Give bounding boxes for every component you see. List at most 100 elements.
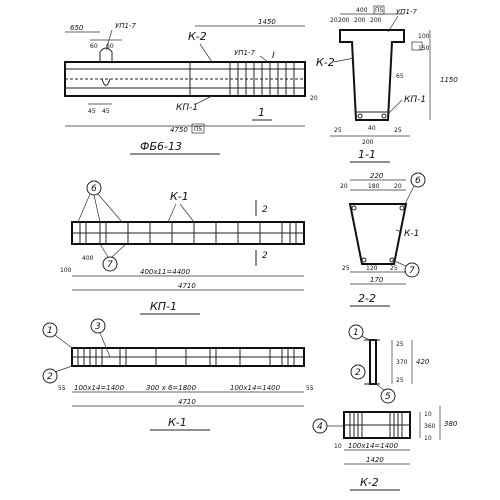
label-k1: К-1 (170, 190, 189, 203)
title-k2: К-2 (360, 476, 379, 489)
label-k2-sec: К-2 (316, 56, 335, 69)
dim-k1-s1: 100х14=1400 (74, 384, 125, 392)
dim-55-a: 55 (58, 385, 66, 392)
frame-k1-section: 1 2 5 25 370 25 420 (348, 324, 430, 404)
dim-20-22b: 20 (394, 183, 402, 190)
dim-1420: 1420 (366, 456, 384, 464)
marker-5 (380, 388, 396, 404)
dim-20-sec: 20 (330, 17, 338, 24)
marker-6-sec22 (410, 172, 426, 188)
dim-10-k2-b: 10 (424, 435, 432, 442)
dim-200-c: 200 (370, 17, 382, 24)
label-upl7-a: УП1-7 (115, 22, 137, 30)
dim-4750: 4750 (170, 126, 188, 134)
dim-200-d: 200 (362, 139, 374, 146)
svg-text:1: 1 (353, 328, 359, 338)
dim-k1-s3: 100х14=1400 (230, 384, 281, 392)
dim-10-k2-a: 10 (424, 411, 432, 418)
dim-220: 220 (370, 172, 384, 180)
dim-1150: 1150 (440, 76, 458, 84)
dim-180: 180 (368, 183, 380, 190)
section-mark-1: 1 (258, 106, 265, 119)
title-k1: К-1 (168, 416, 187, 429)
dim-4710-k1: 4710 (178, 398, 196, 406)
label-kp1-sec: КП-1 (404, 95, 426, 105)
frame-k1-section-outline (369, 339, 377, 385)
label-kp1: КП-1 (176, 103, 198, 113)
dim-65: 65 (396, 73, 404, 80)
dim-120: 120 (366, 265, 378, 272)
dim-25-k1s-b: 25 (396, 377, 404, 384)
dim-k1-s2: 300 х 6=1800 (146, 384, 197, 392)
svg-text:7: 7 (409, 266, 415, 276)
marker-3 (90, 318, 106, 334)
label-upl7-b: УП1-7 (234, 49, 256, 57)
dim-4710-kp1: 4710 (178, 282, 196, 290)
dim-25-k1s-a: 25 (396, 341, 404, 348)
svg-text:Ι: Ι (272, 51, 275, 61)
svg-text:2: 2 (47, 372, 53, 382)
dim-20-top: 20 (310, 95, 318, 102)
dim-170: 170 (370, 276, 384, 284)
cage-kp1: 6 7 К-1 2 2 400 100 400х11=4400 4710 КП-… (60, 180, 305, 315)
label-upl7-sec: УП1-7 (396, 8, 418, 16)
dim-60-a: 60 (90, 43, 98, 50)
dim-150: 150 (418, 45, 430, 52)
dim-40: 40 (368, 125, 376, 132)
svg-text:1: 1 (47, 326, 53, 336)
beam-elevation: 650 1450 60 60 УП1-7 К-2 УП1-7 Ι КП-1 1 … (64, 18, 318, 155)
label-k2: К-2 (188, 30, 207, 43)
dim-200-a: 200 (338, 17, 350, 24)
dim-25-b: 25 (394, 127, 402, 134)
dim-10-k2-c: 10 (334, 443, 342, 450)
dim-370: 370 (396, 359, 408, 366)
dim-650: 650 (70, 24, 84, 32)
dim-k2-span: 100х14=1400 (348, 442, 399, 450)
dim-25-a: 25 (334, 127, 342, 134)
dim-45-b: 45 (102, 108, 110, 115)
section-2-2-outline (348, 203, 408, 265)
marker-2 (42, 368, 58, 384)
svg-text:3: 3 (95, 322, 101, 332)
dim-1450: 1450 (258, 18, 276, 26)
marker-1 (42, 322, 58, 338)
section-mark-2-top: 2 (262, 205, 268, 215)
svg-text:2: 2 (355, 368, 361, 378)
section-2-2: 220 20 180 20 6 К-1 7 25 120 25 170 2-2 (340, 172, 426, 307)
dim-420: 420 (416, 358, 430, 366)
dim-25-22b: 25 (390, 265, 398, 272)
title-kp1: КП-1 (150, 300, 177, 313)
svg-text:4: 4 (317, 422, 323, 432)
title-fb6-13: ФБ6-13 (140, 140, 182, 153)
marker-2-sec (350, 364, 366, 380)
dim-360: 360 (424, 423, 436, 430)
svg-text:6: 6 (91, 184, 97, 194)
dim-400-kp1: 400 (82, 255, 94, 262)
frame-k1: 1 3 2 55 100х14=1400 300 х 6=1800 100х14… (42, 318, 314, 431)
dim-200-b: 200 (354, 17, 366, 24)
dim-100-kp1: 100 (60, 267, 72, 274)
dim-380: 380 (444, 420, 458, 428)
svg-text:6: 6 (415, 176, 421, 186)
lifting-loop-icon (99, 47, 113, 62)
dim-span-kp1: 400х11=4400 (140, 268, 191, 276)
marker-1-sec (348, 324, 364, 340)
frame-k2: 4 10 360 10 380 10 100х14=1400 1420 К-2 (312, 406, 458, 491)
dim-400: 400 (356, 7, 368, 14)
section-outline (339, 29, 405, 121)
title-2-2: 2-2 (358, 292, 376, 305)
dim-60-b: 60 (106, 43, 114, 50)
dim-20-22a: 20 (340, 183, 348, 190)
marker-7 (102, 256, 118, 272)
svg-text:5: 5 (385, 392, 391, 402)
title-1-1: 1-1 (358, 148, 376, 161)
dim-100: 100 (418, 33, 430, 40)
note-box-sec: П5 (375, 7, 384, 14)
section-mark-2-bottom: 2 (262, 251, 268, 261)
label-k1-sec22: К-1 (404, 229, 419, 239)
section-1-1: 400 П5 200 200 200 20 УП1-7 К-2 150 100 … (316, 5, 458, 163)
dim-45-a: 45 (88, 108, 96, 115)
dim-55-b: 55 (306, 385, 314, 392)
dim-25-22a: 25 (342, 265, 350, 272)
